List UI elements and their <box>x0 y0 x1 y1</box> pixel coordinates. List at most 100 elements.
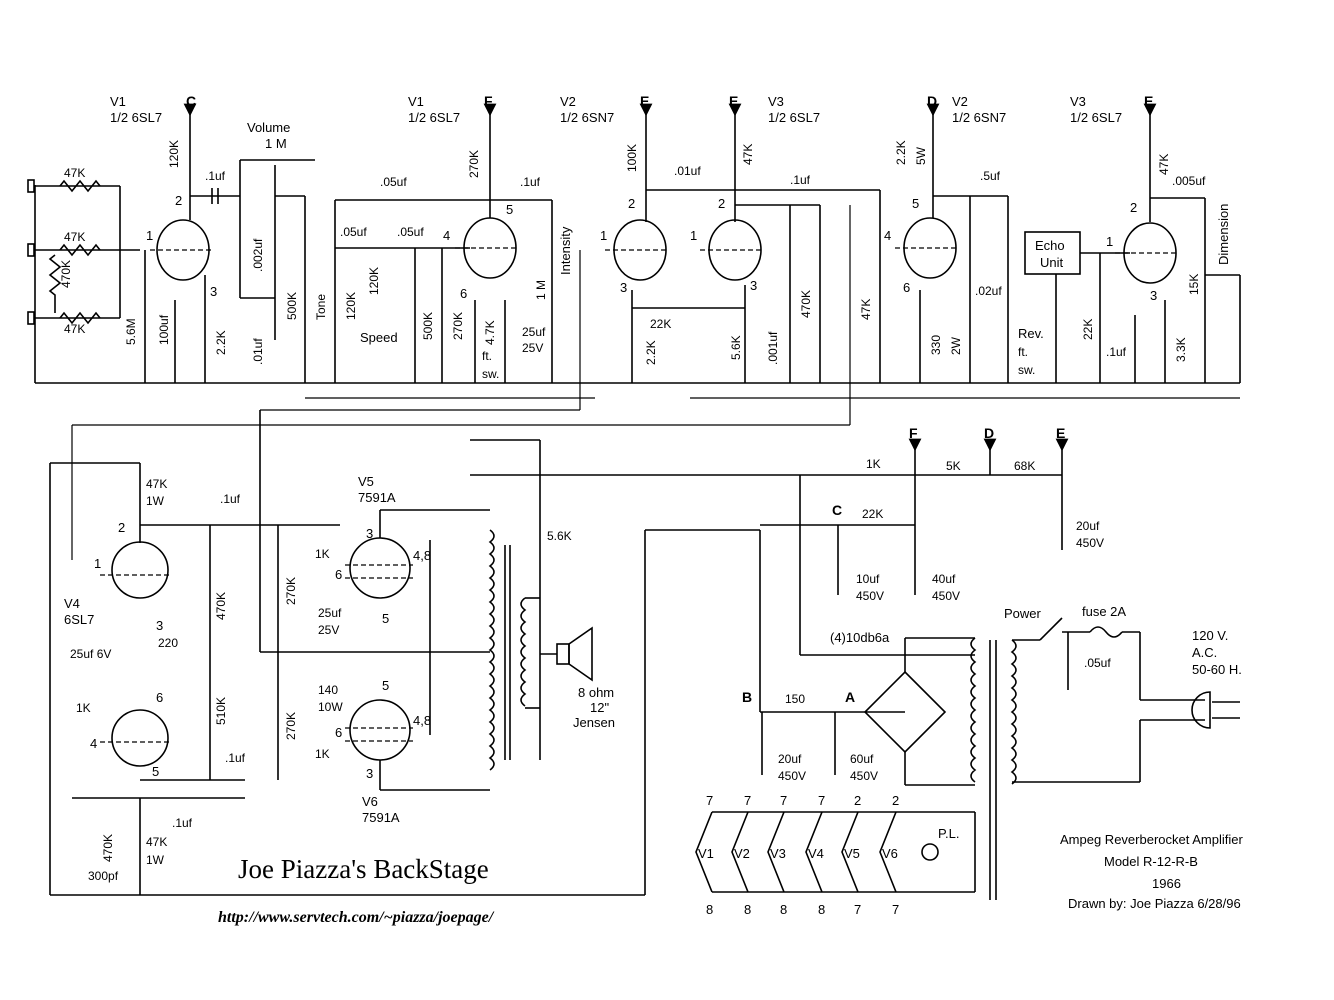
pin-v6-3: 3 <box>366 766 373 781</box>
c-1uf-5: .1uf <box>790 173 811 187</box>
pin-v2b-4: 4 <box>884 228 891 243</box>
tube-v6-name: V6 <box>362 794 378 809</box>
tube-v4-type: 6SL7 <box>64 612 94 627</box>
tube-v4 <box>100 541 170 767</box>
node-a-ps: A <box>845 689 855 705</box>
r-470k-3: 470K <box>214 592 228 620</box>
heater-v2 <box>731 811 749 893</box>
c-1uf-6: .1uf <box>1106 345 1127 359</box>
r-1k-1: 1K <box>76 701 91 715</box>
fuse-label: fuse 2A <box>1082 604 1126 619</box>
pilot-lamp-icon <box>921 843 939 861</box>
c-005uf: .005uf <box>1172 174 1206 188</box>
node-c-top: C <box>186 93 196 109</box>
r-1k-3: 1K <box>315 747 330 761</box>
rev-label: Rev. <box>1018 326 1044 341</box>
echo-unit-label-1: Echo <box>1035 238 1065 253</box>
pin-v4-1: 1 <box>94 556 101 571</box>
r-330: 330 <box>929 335 943 355</box>
r-120k-1: 120K <box>167 140 181 168</box>
tube-v6-type: 7591A <box>362 810 400 825</box>
pin-v5-6: 6 <box>335 567 342 582</box>
r-47k-3: 47K <box>741 144 755 165</box>
r-47k-6: 47K <box>146 477 167 491</box>
power-switch[interactable] <box>1039 617 1063 641</box>
r-5-6m: 5.6M <box>124 318 138 345</box>
node-e-2: E <box>729 93 738 109</box>
r-140: 140 <box>318 683 338 697</box>
pin-v5-5: 5 <box>382 611 389 626</box>
w-10: 10W <box>318 700 343 714</box>
r-3-3k: 3.3K <box>1174 337 1188 362</box>
r-22k-6: 22K <box>862 507 883 521</box>
pin-v5-48: 4,8 <box>413 548 431 563</box>
r-470k-in: 470K <box>59 260 73 288</box>
pin-5: 5 <box>506 202 513 217</box>
power-plug-icon <box>1191 691 1240 729</box>
rectifier-label: (4)10db6a <box>830 630 890 645</box>
tube-v3b <box>1115 222 1178 284</box>
pin-v4-2: 2 <box>118 520 125 535</box>
c-1uf-9: .1uf <box>172 816 193 830</box>
tube-v5-type: 7591A <box>358 490 396 505</box>
pilot-lamp-label: P.L. <box>938 826 959 841</box>
r-150: 150 <box>785 692 805 706</box>
r-500k-2: 500K <box>421 312 435 340</box>
tube-v3b-type: 1/2 6SL7 <box>1070 110 1122 125</box>
sw-label-2: sw. <box>1018 363 1035 377</box>
c-300pf: 300pf <box>88 869 119 883</box>
v-450-3: 450V <box>932 589 960 603</box>
r-22k-2: 22K <box>650 317 671 331</box>
r-270k-2: 270K <box>467 150 481 178</box>
tube-v3a <box>700 219 763 281</box>
c-40uf: 40uf <box>932 572 956 586</box>
page-title: Joe Piazza's BackStage <box>238 854 489 884</box>
r-5k: 5K <box>946 459 961 473</box>
c-01uf-3: .1uf <box>520 175 541 189</box>
pin-3: 3 <box>210 284 217 299</box>
heater-top-3: 7 <box>780 793 787 808</box>
r-2-2k-1: 2.2K <box>214 330 228 355</box>
tube-v2a-type: 1/2 6SN7 <box>560 110 614 125</box>
tube-v1a-type: 1/2 6SL7 <box>110 110 162 125</box>
ft-label-1: ft. <box>482 349 492 363</box>
tube-v6 <box>345 699 413 761</box>
r-5-6k-2: 5.6K <box>547 529 572 543</box>
volume-label: Volume <box>247 120 290 135</box>
w-5: 5W <box>914 146 928 165</box>
node-d-1: D <box>927 93 937 109</box>
node-d-ps: D <box>984 425 994 441</box>
r-270k-3: 270K <box>284 577 298 605</box>
r-470k-2: 470K <box>799 290 813 318</box>
pin-1: 1 <box>146 228 153 243</box>
c-01uf-1: .1uf <box>205 169 226 183</box>
pin-v4-5: 5 <box>152 764 159 779</box>
pin-v2a-3: 3 <box>620 280 627 295</box>
r-47k-5: 47K <box>1157 154 1171 175</box>
intensity-label: Intensity <box>558 226 573 275</box>
r-470k-4: 470K <box>101 834 115 862</box>
heater-top-1: 7 <box>706 793 713 808</box>
speaker-spec-1: 8 ohm <box>578 685 614 700</box>
pin-v3b-1: 1 <box>1106 234 1113 249</box>
tube-v1b <box>455 217 518 279</box>
pin-6: 6 <box>460 286 467 301</box>
r-68k: 68K <box>1014 459 1035 473</box>
c-1uf-8: .1uf <box>225 751 246 765</box>
pin-v5-3: 3 <box>366 526 373 541</box>
pin-v6-5: 5 <box>382 678 389 693</box>
w-2: 2W <box>949 336 963 355</box>
heater-bottom-1: 8 <box>706 902 713 917</box>
info-line-1: Ampeg Reverberocket Amplifier <box>1060 832 1243 847</box>
r-47k-a: 47K <box>64 166 85 180</box>
node-e-ps: E <box>1056 425 1065 441</box>
heater-top-5: 2 <box>854 793 861 808</box>
pin-v2a-1: 1 <box>600 228 607 243</box>
node-e-3: E <box>1144 93 1153 109</box>
pin-v4-3: 3 <box>156 618 163 633</box>
heater-v3-label: V3 <box>770 846 786 861</box>
r-120k-2: 120K <box>344 292 358 320</box>
r-1k-4: 1K <box>866 457 881 471</box>
r-2-2k-2: 2.2K <box>644 340 658 365</box>
heater-bottom-5: 7 <box>854 902 861 917</box>
